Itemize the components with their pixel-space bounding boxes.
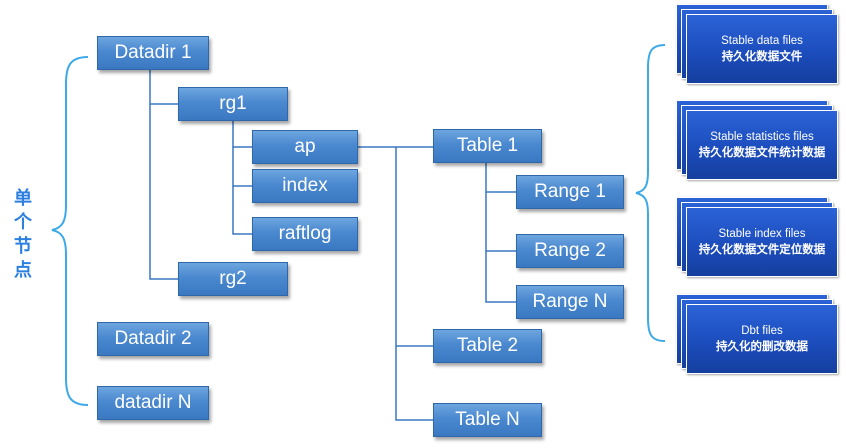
file-title: Stable statistics files [710,131,814,143]
datadir-n-box: datadir N [97,386,209,420]
connector-datadir1-rg2 [149,104,178,280]
file-subtitle: 持久化数据文件 [721,51,803,63]
right-brace [635,44,666,342]
connector-table1-rangeN [485,251,516,303]
connector-table1-range2 [485,192,516,252]
connector-table1-range1 [485,163,516,193]
ap-box: ap [252,130,358,164]
connector-rg1-ap [232,121,252,148]
range-1-box: Range 1 [516,175,624,209]
datadir-1-box: Datadir 1 [97,36,209,70]
connector-ap-tableN [395,346,433,421]
rg1-box: rg1 [178,87,288,121]
file-title: Stable data files [721,35,803,47]
table-n-box: Table N [433,403,542,437]
file-stack-statistics: Stable statistics files 持久化数据文件统计数据 [676,100,838,180]
range-2-box: Range 2 [516,234,624,268]
index-box: index [252,169,358,203]
range-n-box: Range N [516,285,624,319]
doc-front: Stable index files 持久化数据文件定位数据 [686,207,838,277]
datadir-2-box: Datadir 2 [97,322,209,356]
file-subtitle: 持久化数据文件定位数据 [698,244,826,256]
file-subtitle: 持久化的删改数据 [716,341,808,353]
file-title: Stable index files [718,228,806,240]
file-stack-dbt: Dbt files 持久化的删改数据 [676,294,838,374]
file-subtitle: 持久化数据文件统计数据 [698,147,826,159]
doc-front: Dbt files 持久化的删改数据 [686,304,838,374]
connector-ap-table2 [395,147,433,347]
connector-rg1-raftlog [232,186,252,235]
file-stack-index: Stable index files 持久化数据文件定位数据 [676,197,838,277]
doc-front: Stable statistics files 持久化数据文件统计数据 [686,110,838,180]
left-brace [51,56,89,406]
table-2-box: Table 2 [433,329,542,363]
connector-rg1-index [232,147,252,187]
table-1-box: Table 1 [433,129,542,163]
connector-datadir1-rg [149,70,178,105]
raftlog-box: raftlog [252,217,358,251]
doc-front: Stable data files 持久化数据文件 [686,14,838,84]
rg2-box: rg2 [178,262,288,296]
side-label: 单个节点 [14,188,32,280]
file-stack-data: Stable data files 持久化数据文件 [676,4,838,84]
file-title: Dbt files [741,325,783,337]
